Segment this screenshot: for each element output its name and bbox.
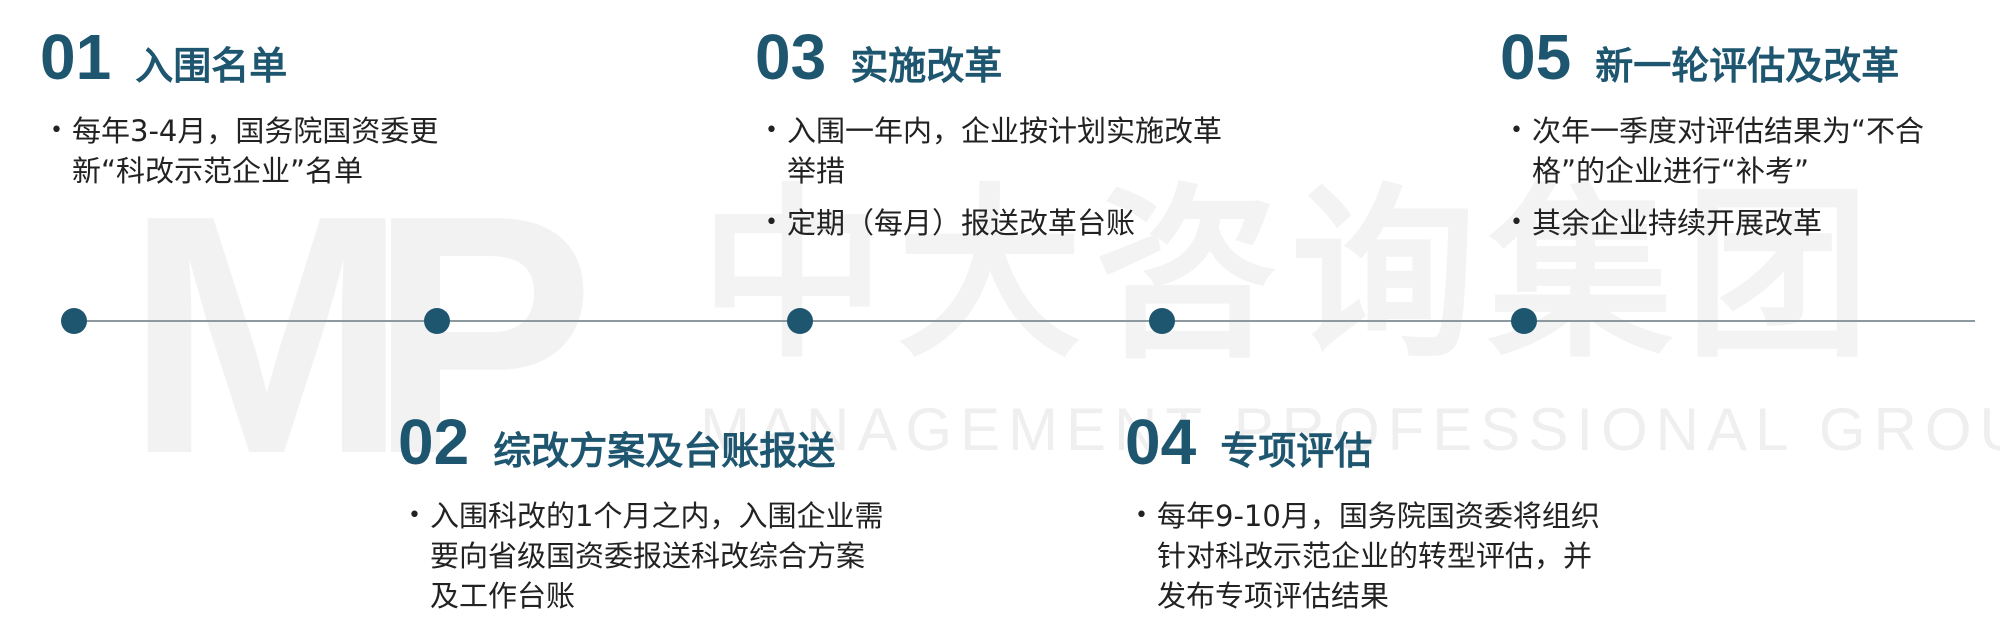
timeline-dot-04 — [1149, 308, 1175, 334]
step-04-bullet-1: • 每年9-10月，国务院国资委将组织针对科改示范企业的转型评估，并发布专项评估… — [1125, 496, 1615, 616]
step-05-title: 新一轮评估及改革 — [1595, 44, 1900, 88]
step-04-number: 04 — [1125, 406, 1197, 478]
step-04: 04 专项评估 • 每年9-10月，国务院国资委将组织针对科改示范企业的转型评估… — [1125, 407, 1625, 628]
step-03-header: 03 实施改革 — [755, 22, 1245, 101]
step-02-title: 综改方案及台账报送 — [493, 429, 836, 473]
step-04-bullet-1-text: 每年9-10月，国务院国资委将组织针对科改示范企业的转型评估，并发布专项评估结果 — [1157, 499, 1600, 613]
step-02-number: 02 — [398, 406, 470, 478]
bullet-dot-icon: • — [765, 118, 778, 143]
timeline-dot-01 — [61, 308, 87, 334]
step-02-header: 02 综改方案及台账报送 — [398, 407, 898, 486]
step-05-bullets: • 次年一季度对评估结果为“不合格”的企业进行“补考” • 其余企业持续开展改革 — [1500, 111, 1985, 243]
timeline-dot-02 — [424, 308, 450, 334]
step-01-bullet-1-text: 每年3-4月，国务院国资委更新“科改示范企业”名单 — [72, 114, 439, 188]
step-05-bullet-1-text: 次年一季度对评估结果为“不合格”的企业进行“补考” — [1532, 114, 1925, 188]
step-03-title: 实施改革 — [850, 44, 1003, 88]
step-03-bullet-2-text: 定期（每月）报送改革台账 — [787, 206, 1136, 240]
step-01-title: 入围名单 — [135, 44, 288, 88]
step-04-header: 04 专项评估 — [1125, 407, 1625, 486]
step-02-bullets: • 入围科改的1个月之内，入围企业需要向省级国资委报送科改综合方案及工作台账 — [398, 496, 888, 616]
step-03: 03 实施改革 • 入围一年内，企业按计划实施改革举措 • 定期（每月）报送改革… — [755, 22, 1245, 255]
step-03-bullet-2: • 定期（每月）报送改革台账 — [755, 203, 1245, 243]
bullet-dot-icon: • — [1510, 210, 1523, 235]
step-03-bullet-1: • 入围一年内，企业按计划实施改革举措 — [755, 111, 1245, 191]
step-02-bullet-1: • 入围科改的1个月之内，入围企业需要向省级国资委报送科改综合方案及工作台账 — [398, 496, 888, 616]
bullet-dot-icon: • — [50, 118, 63, 143]
step-04-bullets: • 每年9-10月，国务院国资委将组织针对科改示范企业的转型评估，并发布专项评估… — [1125, 496, 1615, 616]
step-05-bullet-1: • 次年一季度对评估结果为“不合格”的企业进行“补考” — [1500, 111, 1985, 191]
step-01: 01 入围名单 • 每年3-4月，国务院国资委更新“科改示范企业”名单 — [40, 22, 510, 203]
step-03-bullets: • 入围一年内，企业按计划实施改革举措 • 定期（每月）报送改革台账 — [755, 111, 1245, 243]
step-01-bullets: • 每年3-4月，国务院国资委更新“科改示范企业”名单 — [40, 111, 510, 191]
step-01-number: 01 — [40, 21, 112, 93]
bullet-dot-icon: • — [1510, 118, 1523, 143]
step-01-bullet-1: • 每年3-4月，国务院国资委更新“科改示范企业”名单 — [40, 111, 510, 191]
timeline-dot-03 — [787, 308, 813, 334]
bullet-dot-icon: • — [765, 210, 778, 235]
bullet-dot-icon: • — [1135, 503, 1148, 528]
step-05-header: 05 新一轮评估及改革 — [1500, 22, 1985, 101]
timeline-line — [70, 320, 1975, 322]
step-03-number: 03 — [755, 21, 827, 93]
step-05: 05 新一轮评估及改革 • 次年一季度对评估结果为“不合格”的企业进行“补考” … — [1500, 22, 1985, 255]
bullet-dot-icon: • — [408, 503, 421, 528]
step-02: 02 综改方案及台账报送 • 入围科改的1个月之内，入围企业需要向省级国资委报送… — [398, 407, 898, 628]
step-01-header: 01 入围名单 — [40, 22, 510, 101]
step-05-bullet-2: • 其余企业持续开展改革 — [1500, 203, 1985, 243]
step-05-bullet-2-text: 其余企业持续开展改革 — [1532, 206, 1823, 240]
step-04-title: 专项评估 — [1220, 429, 1373, 473]
step-05-number: 05 — [1500, 21, 1572, 93]
step-02-bullet-1-text: 入围科改的1个月之内，入围企业需要向省级国资委报送科改综合方案及工作台账 — [430, 499, 884, 613]
timeline-dot-05 — [1511, 308, 1537, 334]
step-03-bullet-1-text: 入围一年内，企业按计划实施改革举措 — [787, 114, 1223, 188]
